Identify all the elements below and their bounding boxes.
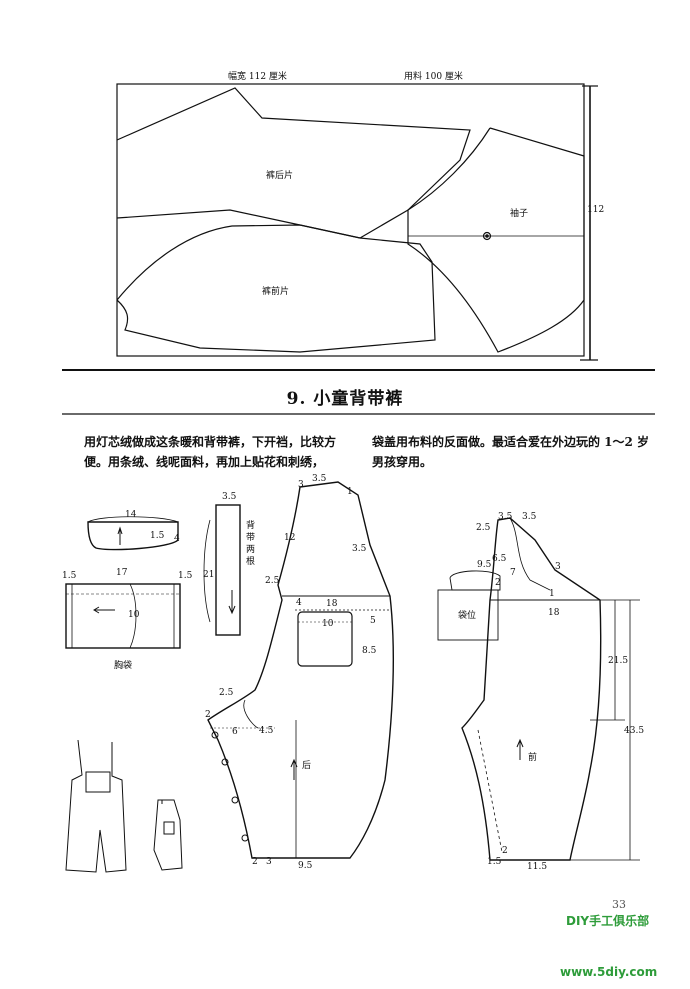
m-pocket-left: 1.5 — [62, 571, 77, 581]
sleeve-label: 袖子 — [510, 209, 529, 219]
intro-right: 袋盖用布料的反面做。最适合爱在外边玩的 1～2 岁男孩穿用。 — [372, 435, 650, 469]
m-flap-depth: 1.5 — [150, 531, 165, 541]
m-back-top-b: 1 — [347, 487, 353, 497]
m-back-5: 5 — [370, 616, 376, 626]
m-strap-length: 21 — [203, 570, 215, 580]
m-front-2: 2 — [495, 578, 501, 588]
m-front-9-5: 9.5 — [477, 560, 492, 570]
m-back-crotch-2: 2 — [205, 710, 211, 720]
m-front-7: 7 — [510, 568, 516, 578]
back-piece-label: 裤后片 — [266, 171, 294, 181]
m-front-1: 1 — [549, 589, 555, 599]
m-back-18: 18 — [326, 599, 338, 609]
m-front-top-b: 3.5 — [522, 512, 537, 522]
m-front-top-a: 3.5 — [498, 512, 513, 522]
m-front-hem-11-5: 11.5 — [527, 862, 548, 872]
strap-label: 背带两根 — [246, 521, 256, 567]
m-front-hem-2: 2 — [502, 846, 508, 856]
m-strap-top: 3.5 — [222, 492, 237, 502]
overalls-sketch — [65, 739, 183, 873]
m-back-hem-2: 2 — [252, 857, 258, 867]
fabric-length-label: 112 — [587, 205, 605, 215]
button-marks — [211, 731, 249, 842]
m-front-3: 3 — [555, 562, 561, 572]
m-back-bib: 2.5 — [265, 576, 280, 586]
page-number: 33 — [612, 898, 626, 911]
m-back-6: 6 — [232, 727, 238, 737]
m-pocket-right: 1.5 — [178, 571, 193, 581]
back-label: 后 — [302, 761, 312, 771]
m-back-pocket-10: 10 — [322, 619, 334, 629]
m-back-hem-9-5: 9.5 — [298, 861, 313, 871]
m-back-4-5: 4.5 — [259, 726, 274, 736]
back-panel — [207, 481, 394, 859]
fabric-amount-label: 用料 100 厘米 — [404, 72, 463, 82]
front-panel — [461, 517, 602, 861]
m-back-hem-3: 3 — [266, 857, 272, 867]
pocket-flap — [87, 521, 179, 551]
m-back-top-c: 3 — [298, 480, 304, 490]
m-front-43-5: 43.5 — [624, 726, 645, 736]
m-front-18: 18 — [548, 608, 560, 618]
front-piece-label: 裤前片 — [262, 287, 290, 297]
section-title: 9. 小童背带裤 — [286, 389, 404, 409]
m-flap-side: 4 — [174, 534, 180, 544]
m-front-hem-1-5: 1.5 — [487, 857, 502, 867]
fabric-width-label: 幅宽 112 厘米 — [228, 72, 287, 82]
front-label: 前 — [528, 753, 538, 763]
pocket-position-label: 袋位 — [458, 611, 477, 621]
m-flap-width: 14 — [125, 510, 137, 520]
club-watermark: DIY手工俱乐部 — [566, 914, 650, 928]
m-back-crotch-2-5: 2.5 — [219, 688, 234, 698]
m-pocket-width: 17 — [116, 568, 128, 578]
chest-pocket-label: 胸袋 — [114, 661, 133, 671]
site-watermark: www.5diy.com — [560, 965, 658, 979]
fabric-layout — [116, 83, 598, 361]
m-back-side-12: 12 — [284, 533, 296, 543]
m-front-21-5: 21.5 — [608, 656, 629, 666]
chest-pocket — [65, 583, 181, 649]
m-front-2-5: 2.5 — [476, 523, 491, 533]
intro-left: 用灯芯绒做成这条暖和背带裤，下开裆，比较方便。用条绒、线呢面料，再加上贴花和刺绣… — [84, 435, 337, 469]
m-front-6-5: 6.5 — [492, 554, 507, 564]
m-back-armhole: 3.5 — [352, 544, 367, 554]
m-back-pocket-8-5: 8.5 — [362, 646, 377, 656]
m-pocket-height: 10 — [128, 610, 140, 620]
m-back-4: 4 — [296, 598, 302, 608]
m-back-top-a: 3.5 — [312, 474, 327, 484]
strap — [215, 504, 241, 636]
